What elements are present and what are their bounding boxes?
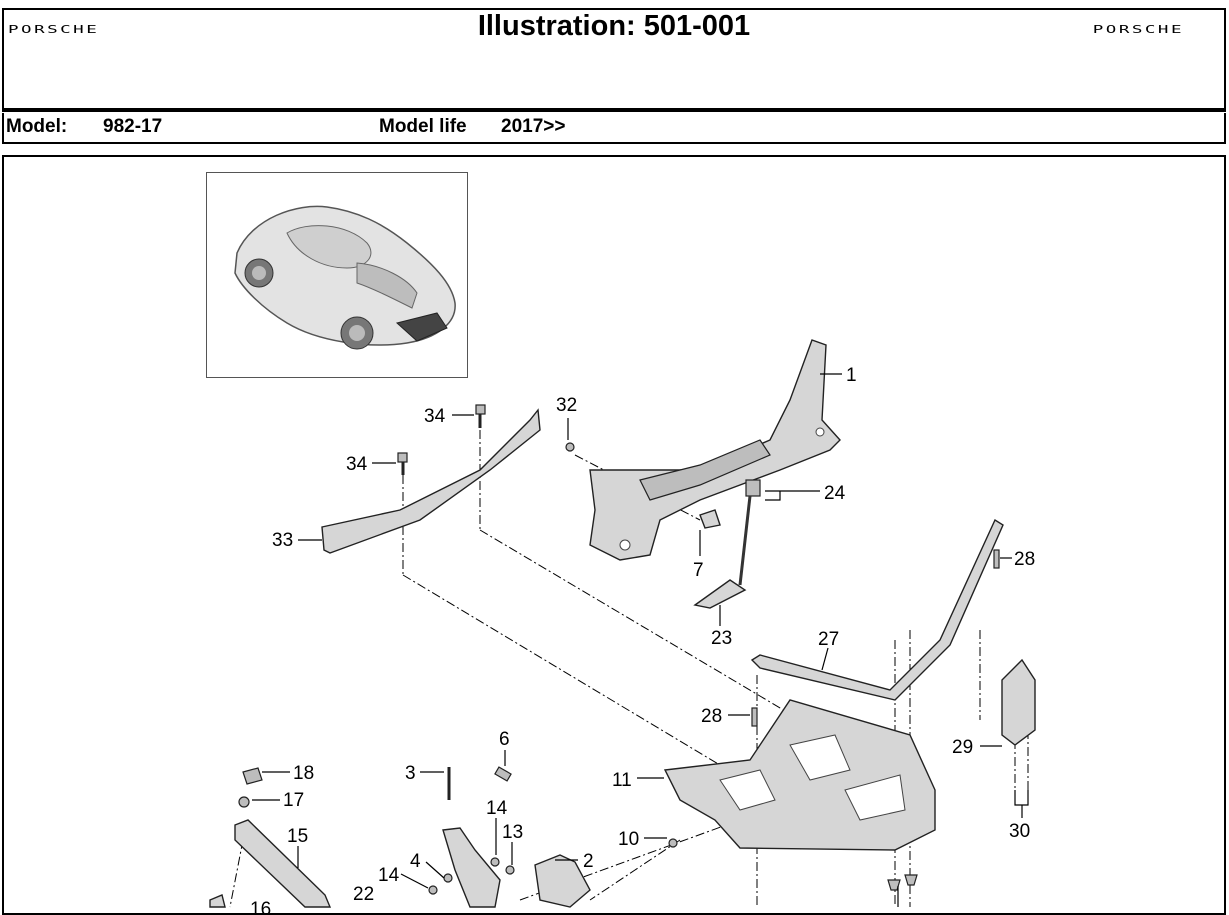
callout-7: 7 xyxy=(693,560,704,581)
page-title: Illustration: 501-001 xyxy=(477,10,751,42)
callout-13: 13 xyxy=(502,822,523,843)
callout-22: 22 xyxy=(353,884,374,905)
header-box: PORSCHE Illustration: 501-001 PORSCHE xyxy=(2,8,1226,112)
callout-15: 15 xyxy=(287,826,308,847)
model-life-value: 2017>> xyxy=(501,116,566,137)
part-axle-carrier xyxy=(589,339,841,561)
callout-32: 32 xyxy=(556,395,577,416)
callout-14: 14 xyxy=(486,798,508,819)
callout-27: 27 xyxy=(818,629,839,650)
model-life-label: Model life xyxy=(379,116,467,137)
part-strut-brace xyxy=(321,408,541,554)
callout-18: 18 xyxy=(293,763,314,784)
callout-10: 10 xyxy=(618,829,639,850)
part-underbody-panel xyxy=(663,699,936,851)
callout-28: 28 xyxy=(701,706,722,727)
callout-30: 30 xyxy=(1009,821,1030,842)
callout-16: 16 xyxy=(250,899,271,915)
diagram-frame xyxy=(2,155,1226,915)
callout-23: 23 xyxy=(711,628,732,649)
callout-6: 6 xyxy=(499,729,510,750)
callout-2: 2 xyxy=(583,851,594,872)
part-level-sensor xyxy=(565,442,761,609)
callout-14: 14 xyxy=(378,865,400,886)
callout-4: 4 xyxy=(410,851,421,872)
model-row: Model: 982-17 Model life 2017>> xyxy=(2,113,1226,144)
vehicle-thumbnail xyxy=(206,172,468,378)
callout-33: 33 xyxy=(272,530,293,551)
callout-leaders xyxy=(252,373,1029,907)
callout-34: 34 xyxy=(346,454,368,475)
model-value: 982-17 xyxy=(103,116,163,137)
callout-34: 34 xyxy=(424,406,446,427)
callout-17: 17 xyxy=(283,790,304,811)
callout-1: 1 xyxy=(846,365,857,386)
callout-numbers: 1 32 34 34 33 24 7 23 28 27 28 29 30 11 … xyxy=(250,365,1035,915)
model-label: Model: xyxy=(6,116,68,137)
bolt-icon xyxy=(397,404,486,475)
part-lower-control-assembly xyxy=(209,766,918,908)
callout-24: 24 xyxy=(824,483,846,504)
callout-11: 11 xyxy=(612,770,632,791)
part-side-brace xyxy=(750,518,1036,746)
porsche-logo-right: PORSCHE xyxy=(1092,24,1184,36)
callout-3: 3 xyxy=(405,763,416,784)
porsche-logo-left: PORSCHE xyxy=(8,24,100,36)
callout-28: 28 xyxy=(1014,549,1035,570)
car-icon xyxy=(234,205,456,350)
callout-29: 29 xyxy=(952,737,973,758)
